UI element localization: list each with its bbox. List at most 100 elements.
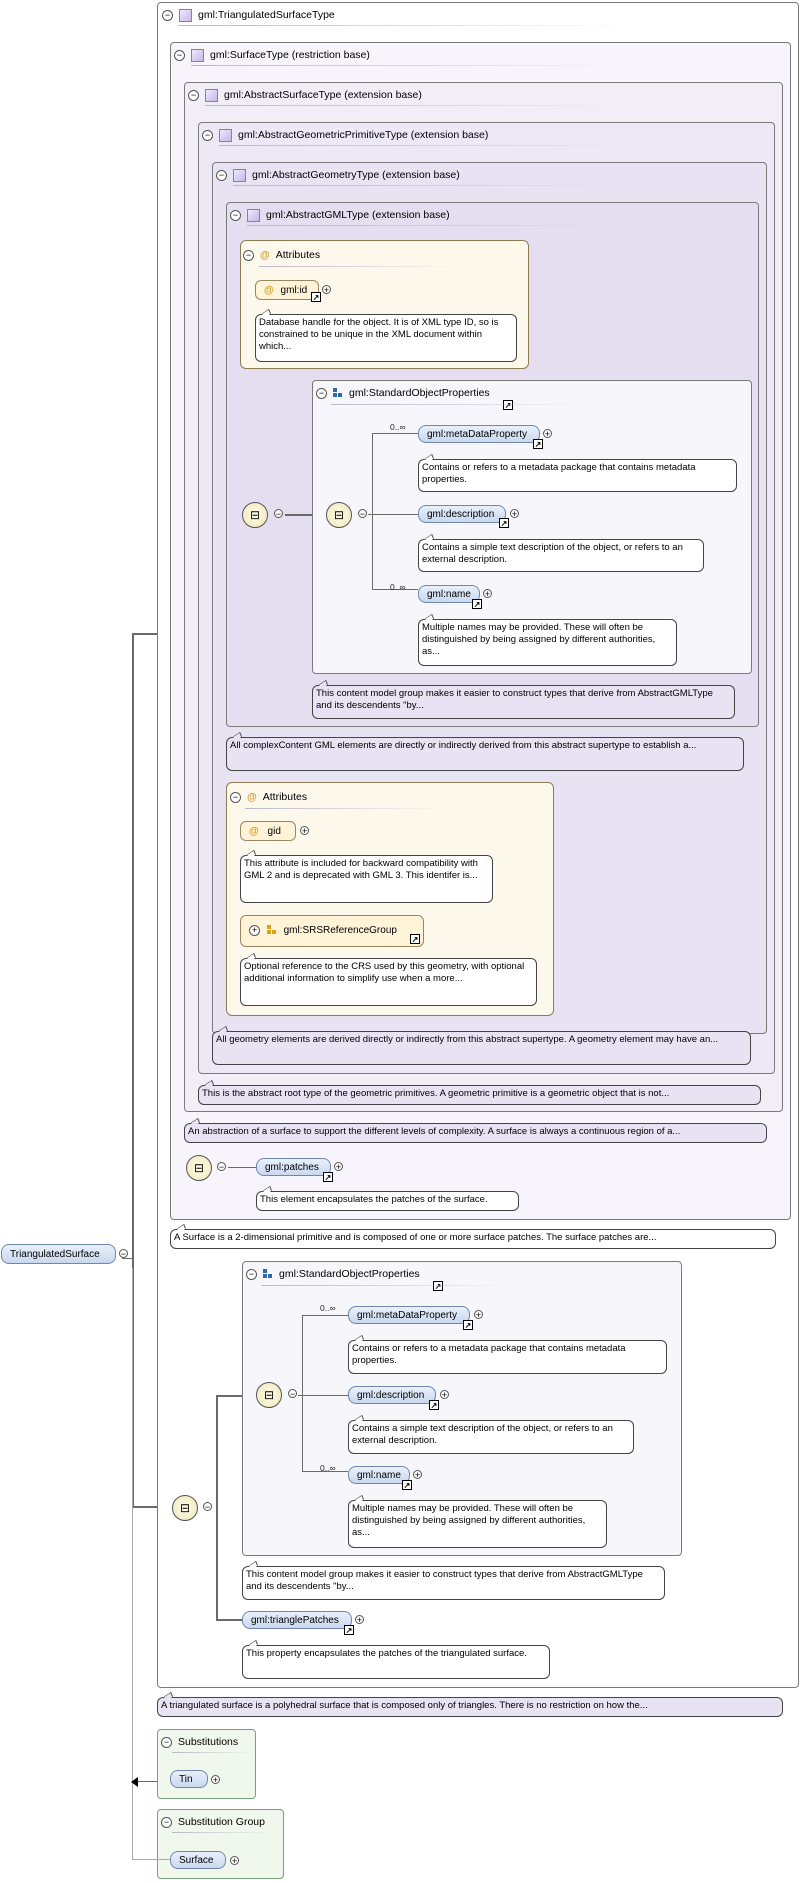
link-arrow-icon[interactable]: ↗ [533,439,543,449]
expand-toggle[interactable]: + [413,1470,422,1480]
element-surface[interactable]: Surface [170,1851,226,1869]
type-collapse-toggle[interactable]: − [216,169,227,181]
arrow-left-icon [131,1777,138,1787]
sequence-collapse-toggle[interactable]: − [274,509,283,519]
element-label: Tin [179,1774,193,1785]
doc-text: Contains a simple text description of th… [422,542,683,565]
link-arrow-icon[interactable]: ↗ [311,292,321,302]
element-name[interactable]: gml:name [348,1466,410,1484]
doc-text: All geometry elements are derived direct… [216,1034,719,1045]
sequence-connector [285,514,328,516]
type-collapse-toggle[interactable]: − [202,129,213,141]
doc-primitive: This is the abstract root type of the ge… [198,1085,761,1105]
branch-line [372,589,418,590]
element-metadataproperty[interactable]: gml:metaDataProperty [418,425,540,443]
type-title: gml:AbstractSurfaceType (extension base) [224,89,422,101]
element-description[interactable]: gml:description [418,505,506,523]
type-header-geometry: − gml:AbstractGeometryType (extension ba… [216,166,460,184]
attributes-collapse-toggle[interactable]: − [243,249,254,261]
element-metadataproperty[interactable]: gml:metaDataProperty [348,1306,470,1324]
attribute-gid[interactable]: @ gid [240,821,296,841]
link-arrow-icon[interactable]: ↗ [503,400,513,410]
element-tin[interactable]: Tin [170,1770,208,1788]
element-label: gml:description [427,509,495,520]
expand-toggle[interactable]: + [440,1390,449,1400]
root-connector [122,1258,134,1259]
link-arrow-icon[interactable]: ↗ [402,1480,412,1490]
sequence-collapse-toggle[interactable]: − [217,1162,226,1172]
link-arrow-icon[interactable]: ↗ [429,1400,439,1410]
expand-toggle[interactable]: + [300,826,309,836]
group-expand-toggle[interactable]: + [249,924,260,936]
type-collapse-toggle[interactable]: − [230,209,241,221]
type-collapse-toggle[interactable]: − [188,89,199,101]
type-title: gml:TriangulatedSurfaceType [198,9,335,21]
group-title: gml:StandardObjectProperties [349,387,490,399]
element-label: gml:name [427,589,471,600]
type-header-triangulated: − gml:TriangulatedSurfaceType [162,6,335,24]
element-patches[interactable]: gml:patches [256,1158,331,1176]
header-divider [191,65,631,66]
type-header-surface: − gml:SurfaceType (restriction base) [174,46,370,64]
link-arrow-icon[interactable]: ↗ [323,1172,333,1182]
substitutions-collapse-toggle[interactable]: − [161,1736,172,1748]
attribute-group-icon [266,925,277,935]
element-description[interactable]: gml:description [348,1386,436,1404]
substitutions-box: − Substitutions [157,1729,256,1799]
sequence-collapse-toggle[interactable]: − [203,1502,212,1512]
expand-toggle[interactable]: + [322,285,331,295]
root-element[interactable]: TriangulatedSurface [1,1244,116,1264]
sequence-icon: ⊟ [186,1155,212,1181]
doc-sop-group: This content model group makes it easier… [242,1566,665,1600]
attribute-label: gid [267,826,281,837]
complex-type-icon [233,168,246,182]
attributes-collapse-toggle[interactable]: − [230,791,241,803]
root-label: TriangulatedSurface [10,1249,100,1260]
expand-toggle[interactable]: + [230,1856,239,1866]
expand-toggle[interactable]: + [543,429,552,439]
attributes-header: − @ Attributes [243,246,320,264]
doc-text: Contains or refers to a metadata package… [422,462,696,485]
link-arrow-icon[interactable]: ↗ [410,934,420,944]
attribute-gml-id[interactable]: @ gml:id [255,280,319,300]
link-arrow-icon[interactable]: ↗ [344,1625,354,1635]
type-collapse-toggle[interactable]: − [174,49,185,61]
header-divider [245,808,445,809]
header-divider [331,404,591,405]
seq-connector [132,1506,172,1508]
attribute-group-srs[interactable]: + gml:SRSReferenceGroup [240,915,424,947]
expand-toggle[interactable]: + [510,509,519,519]
type-collapse-toggle[interactable]: − [162,9,173,21]
cardinality-label: 0..∞ [390,582,406,592]
sequence-collapse-toggle[interactable]: − [358,509,367,519]
branch-line [302,1471,348,1472]
element-name[interactable]: gml:name [418,585,480,603]
header-divider [178,25,638,26]
link-arrow-icon[interactable]: ↗ [472,599,482,609]
expand-toggle[interactable]: + [211,1775,220,1785]
branch-line [216,1395,256,1397]
expand-toggle[interactable]: + [355,1615,364,1625]
type-header-abstract-surface: − gml:AbstractSurfaceType (extension bas… [188,86,422,104]
link-arrow-icon[interactable]: ↗ [463,1320,473,1330]
substitution-group-collapse-toggle[interactable]: − [161,1816,172,1828]
branch-line [302,1315,348,1316]
link-arrow-icon[interactable]: ↗ [499,518,509,528]
expand-toggle[interactable]: + [474,1310,483,1320]
branch-line [228,1167,256,1168]
expand-toggle[interactable]: + [483,589,492,599]
header-divider [261,1285,521,1286]
doc-name: Multiple names may be provided. These wi… [348,1500,607,1548]
doc-gml-type: All complexContent GML elements are dire… [226,737,744,771]
root-collapse-toggle[interactable]: − [119,1249,128,1259]
element-label: gml:metaDataProperty [427,429,528,440]
group-collapse-toggle[interactable]: − [316,387,327,399]
doc-metadataproperty: Contains or refers to a metadata package… [418,459,737,492]
doc-text: Contains or refers to a metadata package… [352,1343,626,1366]
group-icon [263,1269,273,1279]
sequence-collapse-toggle[interactable]: − [288,1389,297,1399]
group-collapse-toggle[interactable]: − [246,1268,257,1280]
expand-toggle[interactable]: + [334,1162,343,1172]
element-trianglepatches[interactable]: gml:trianglePatches [242,1611,352,1629]
link-arrow-icon[interactable]: ↗ [433,1281,443,1291]
